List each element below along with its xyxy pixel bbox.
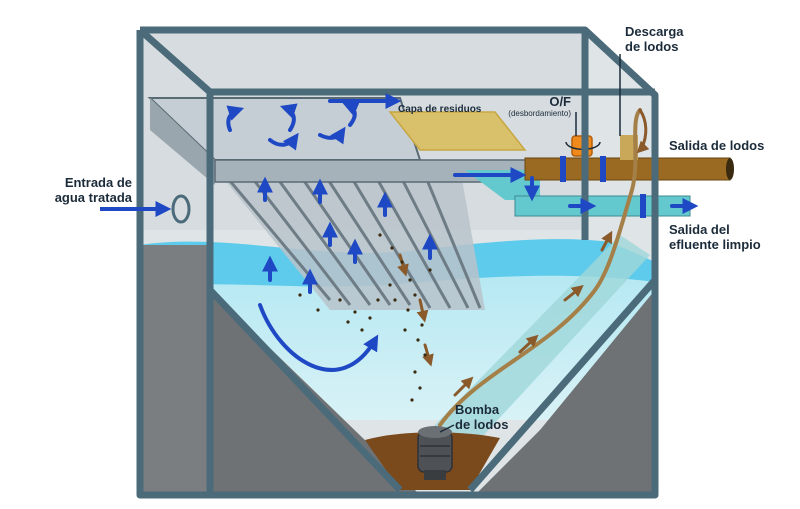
sludge-discharge-label: Descarga de lodos xyxy=(625,24,684,54)
right-hopper-wall xyxy=(475,290,655,495)
effluent-line2: efluente limpio xyxy=(669,237,761,252)
inlet-label-line1: Entrada de xyxy=(64,175,132,190)
effluent-line1: Salida del xyxy=(669,222,730,237)
sludge-outlet-label: Salida de lodos xyxy=(669,138,765,153)
overflow-title: O/F xyxy=(549,94,571,109)
overflow-label: O/F (desbordamiento) xyxy=(485,94,571,118)
tank-frame xyxy=(136,26,659,499)
inlet-label-line2: agua tratada xyxy=(54,190,132,205)
collection-trough xyxy=(147,97,531,185)
sludge-discharge-line1: Descarga xyxy=(625,24,684,39)
sludge-particles xyxy=(298,233,432,402)
inlet-ring-icon xyxy=(171,194,191,224)
pump-label-line1: Bomba xyxy=(455,402,500,417)
pump-label-line2: de lodos xyxy=(455,417,509,432)
sludge-discharge-line2: de lodos xyxy=(625,39,679,54)
sludge-layer-area xyxy=(388,111,527,151)
effluent-label: Salida del efluente limpio xyxy=(669,222,761,252)
left-wall-shade xyxy=(140,245,210,495)
sludge-arrows xyxy=(397,108,650,427)
pump-icon xyxy=(417,426,453,480)
flow-arrows xyxy=(226,93,699,372)
overflow-subtitle: (desbordamiento) xyxy=(508,109,571,118)
inlet-label: Entrada de agua tratada xyxy=(36,175,132,205)
pump-label: Bomba de lodos xyxy=(455,402,508,432)
sludge-layer-label: Capa de residuos xyxy=(398,104,482,115)
leader-lines xyxy=(439,54,621,433)
